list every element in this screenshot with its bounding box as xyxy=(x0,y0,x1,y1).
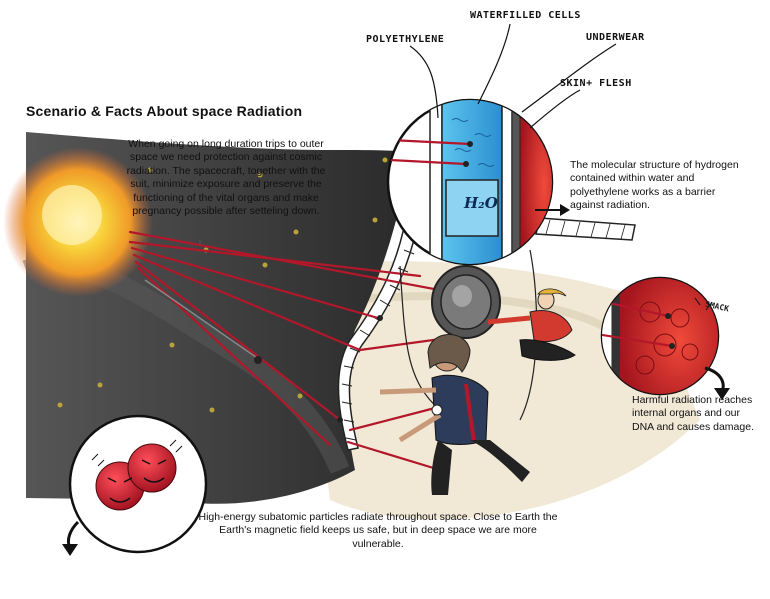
porthole xyxy=(431,265,501,339)
label-underwear: UNDERWEAR xyxy=(586,32,645,43)
suit-layers-zoom xyxy=(386,98,554,266)
particles-text: High-energy subatomic particles radiate … xyxy=(198,511,558,550)
page-title: Scenario & Facts About space Radiation xyxy=(26,103,303,119)
stars xyxy=(57,157,388,453)
particles-zoom xyxy=(68,414,208,554)
astronaut-small xyxy=(487,288,576,361)
label-skin-flesh: SKIN+ FLESH xyxy=(560,78,632,89)
h2o-label: H₂O xyxy=(464,194,498,212)
organ-zoom xyxy=(600,276,720,396)
astronaut-main xyxy=(379,334,530,495)
label-waterfilled-cells: WATERFILLED CELLS xyxy=(470,10,581,21)
label-polyethylene: POLYETHYLENE xyxy=(366,34,445,45)
hydrogen-text: The molecular structure of hydrogen cont… xyxy=(570,159,739,212)
intro-text: When going on long duration trips to out… xyxy=(126,138,326,218)
organs-text: Harmful radiation reaches internal organ… xyxy=(632,394,754,433)
